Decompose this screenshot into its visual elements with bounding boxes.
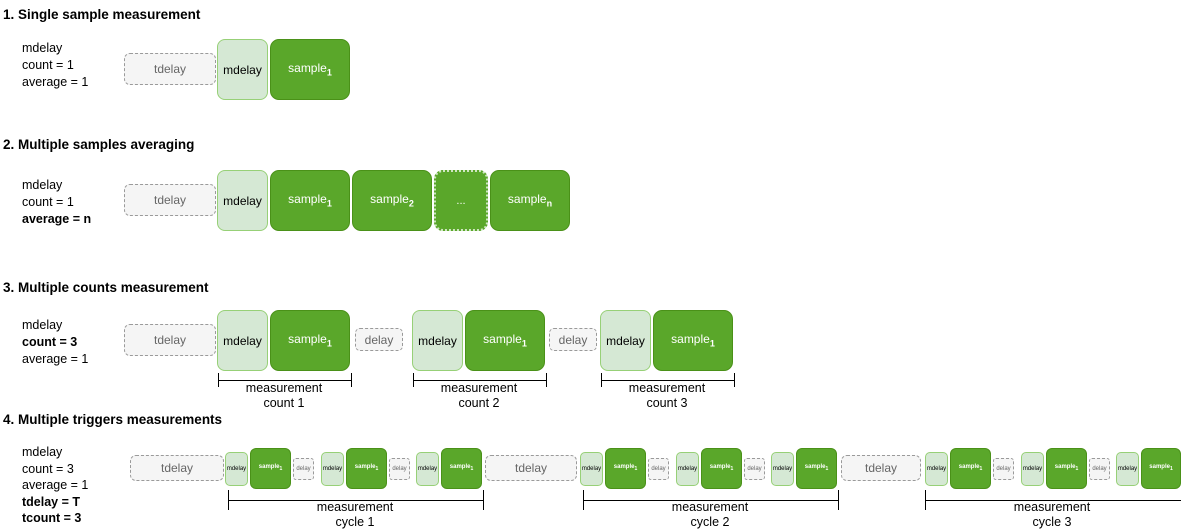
section-1-title: 1. Single sample measurement xyxy=(3,7,201,22)
delay-block: delay xyxy=(355,328,403,351)
param-line: mdelay xyxy=(22,41,63,55)
sample-block: sample1 xyxy=(701,448,742,489)
mdelay-block: mdelay xyxy=(925,452,948,486)
mdelay-block: mdelay xyxy=(771,452,794,486)
bracket-cycle-2 xyxy=(583,490,839,510)
sample-block: sample2 xyxy=(352,170,432,231)
bracket-label: measurement cycle 2 xyxy=(671,500,749,529)
sample-block: samplen xyxy=(490,170,570,231)
tdelay-block: tdelay xyxy=(841,455,921,481)
sample-block: sample1 xyxy=(796,448,837,489)
mdelay-block: mdelay xyxy=(321,452,344,486)
section-4-title: 4. Multiple triggers measurements xyxy=(3,412,223,427)
mdelay-block: mdelay xyxy=(676,452,699,486)
section-1-params: mdelay count = 1 average = 1 xyxy=(22,40,88,91)
param-line: average = n xyxy=(22,212,92,226)
bracket-label: measurement cycle 1 xyxy=(316,500,394,529)
bracket-count-3 xyxy=(601,373,735,387)
tdelay-block: tdelay xyxy=(485,455,577,481)
param-line: tcount = 3 xyxy=(22,511,82,525)
param-line: count = 3 xyxy=(22,335,78,349)
section-4-params: mdelay count = 3 average = 1 tdelay = T … xyxy=(22,444,88,527)
mdelay-block: mdelay xyxy=(1021,452,1044,486)
bracket-label: measurement cycle 3 xyxy=(1013,500,1091,529)
param-line: count = 3 xyxy=(22,461,74,476)
param-line: count = 1 xyxy=(22,58,74,72)
mdelay-block: mdelay xyxy=(217,310,268,371)
param-line: average = 1 xyxy=(22,75,89,89)
param-line: average = 1 xyxy=(22,352,89,366)
sample-block: sample1 xyxy=(950,448,991,489)
sample-block: sample1 xyxy=(1141,448,1181,489)
bracket-cycle-1 xyxy=(228,490,484,510)
sample-block: sample1 xyxy=(1046,448,1087,489)
bracket-count-1 xyxy=(218,373,352,387)
section-3-params: mdelay count = 3 average = 1 xyxy=(22,317,88,368)
mdelay-block: mdelay xyxy=(600,310,651,371)
sample-block: sample1 xyxy=(653,310,733,371)
param-line: mdelay xyxy=(22,178,63,192)
tdelay-block: tdelay xyxy=(124,184,216,216)
ellipsis-block: ... xyxy=(434,170,488,231)
delay-block: delay xyxy=(648,458,669,480)
delay-block: delay xyxy=(993,458,1014,480)
sample-block: sample1 xyxy=(250,448,291,489)
delay-block: delay xyxy=(389,458,410,480)
mdelay-block: mdelay xyxy=(1116,452,1139,486)
sample-block: sample1 xyxy=(465,310,545,371)
sample-block: sample1 xyxy=(270,310,350,371)
mdelay-block: mdelay xyxy=(416,452,439,486)
section-3-title: 3. Multiple counts measurement xyxy=(3,280,209,295)
mdelay-block: mdelay xyxy=(225,452,248,486)
bracket-label: measurement count 3 xyxy=(628,381,706,410)
bracket-label: measurement count 1 xyxy=(245,381,323,410)
param-line: average = 1 xyxy=(22,478,89,492)
section-2-title: 2. Multiple samples averaging xyxy=(3,137,195,152)
bracket-count-2 xyxy=(413,373,547,387)
mdelay-block: mdelay xyxy=(217,170,268,231)
param-line: mdelay xyxy=(22,318,63,332)
sample-block: sample1 xyxy=(605,448,646,489)
sample-block: sample1 xyxy=(346,448,387,489)
param-line: count = 1 xyxy=(22,195,74,209)
bracket-label: measurement count 2 xyxy=(440,381,518,410)
param-line: mdelay xyxy=(22,445,63,459)
tdelay-block: tdelay xyxy=(124,324,216,356)
mdelay-block: mdelay xyxy=(412,310,463,371)
mdelay-block: mdelay xyxy=(217,39,268,100)
bracket-cycle-3 xyxy=(925,490,1181,510)
section-2-params: mdelay count = 1 average = n xyxy=(22,177,91,228)
delay-block: delay xyxy=(549,328,597,351)
sample-block: sample1 xyxy=(441,448,482,489)
delay-block: delay xyxy=(1089,458,1110,480)
delay-block: delay xyxy=(293,458,314,480)
tdelay-block: tdelay xyxy=(130,455,224,481)
tdelay-block: tdelay xyxy=(124,53,216,85)
sample-block: sample1 xyxy=(270,39,350,100)
mdelay-block: mdelay xyxy=(580,452,603,486)
delay-block: delay xyxy=(744,458,765,480)
sample-block: sample1 xyxy=(270,170,350,231)
param-line: tdelay = T xyxy=(22,494,81,509)
